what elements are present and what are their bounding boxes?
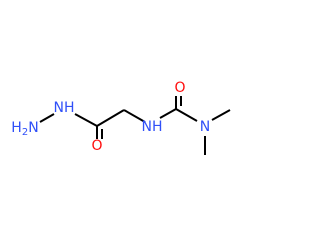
atom-h2n-label: H2N — [11, 120, 38, 138]
bond-urea-c-n — [175, 108, 198, 122]
atom-n-dimethyl-label: N — [200, 119, 210, 135]
bond-n-n — [39, 113, 55, 123]
atom-nh-hydrazide-label: NH — [54, 100, 75, 116]
bond-nh-urea-c — [159, 108, 177, 119]
bond-n-methyl-upper — [211, 109, 231, 121]
atom-nh-amide-label: NH — [142, 119, 163, 135]
structural-formula: H2N NH O NH O N — [11, 80, 231, 155]
atom-o-urea-label: O — [174, 80, 185, 96]
atom-o-hydrazide-label: O — [91, 138, 102, 154]
bond-nh-carbonyl — [74, 113, 98, 127]
atom-labels: H2N NH O NH O N — [11, 80, 210, 154]
bonds — [39, 96, 231, 155]
bond-carbonyl-ch2 — [96, 109, 125, 127]
bond-ch2-nh — [123, 109, 146, 123]
